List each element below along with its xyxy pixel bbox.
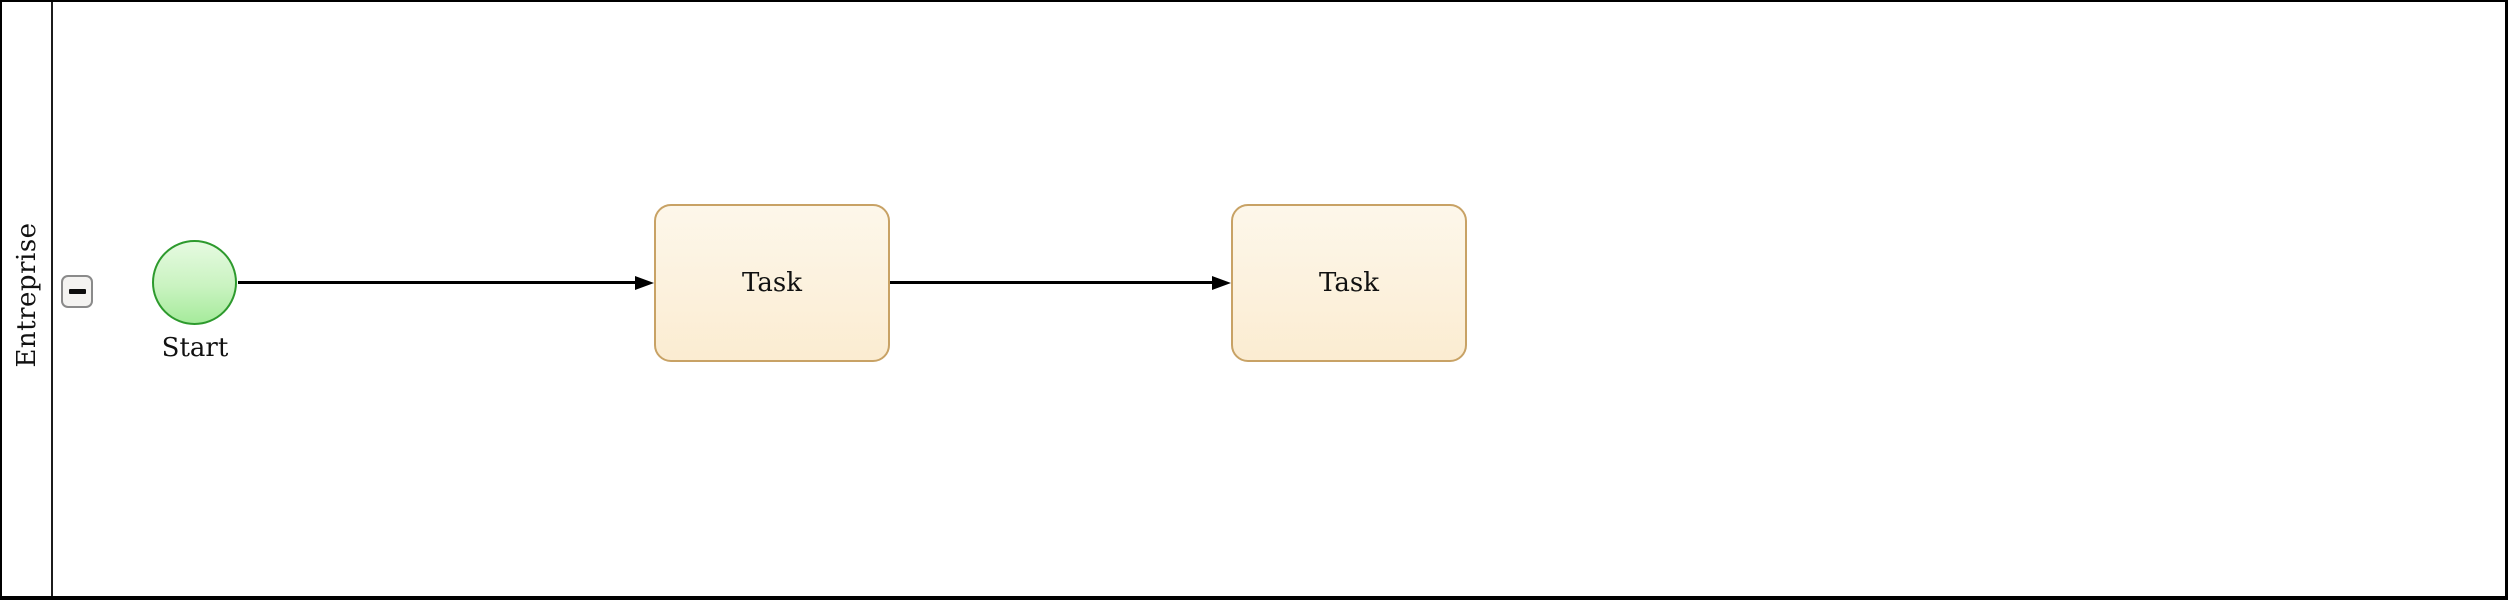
start-event-label: Start — [161, 333, 229, 363]
pool-collapse-button[interactable] — [61, 275, 93, 308]
start-event-node[interactable] — [152, 240, 237, 325]
task-1-label: Task — [742, 268, 802, 298]
task-2-label: Task — [1319, 268, 1379, 298]
lane-label: Entreprise — [11, 222, 42, 368]
sequence-flow-2[interactable] — [890, 281, 1213, 284]
task-node-2[interactable]: Task — [1231, 204, 1467, 362]
sequence-flow-1[interactable] — [238, 281, 636, 284]
pool-lane-header[interactable]: Entreprise — [2, 2, 53, 596]
arrowhead-icon — [635, 275, 654, 290]
task-node-1[interactable]: Task — [654, 204, 890, 362]
minus-icon — [68, 289, 86, 294]
arrowhead-icon — [1212, 275, 1231, 290]
